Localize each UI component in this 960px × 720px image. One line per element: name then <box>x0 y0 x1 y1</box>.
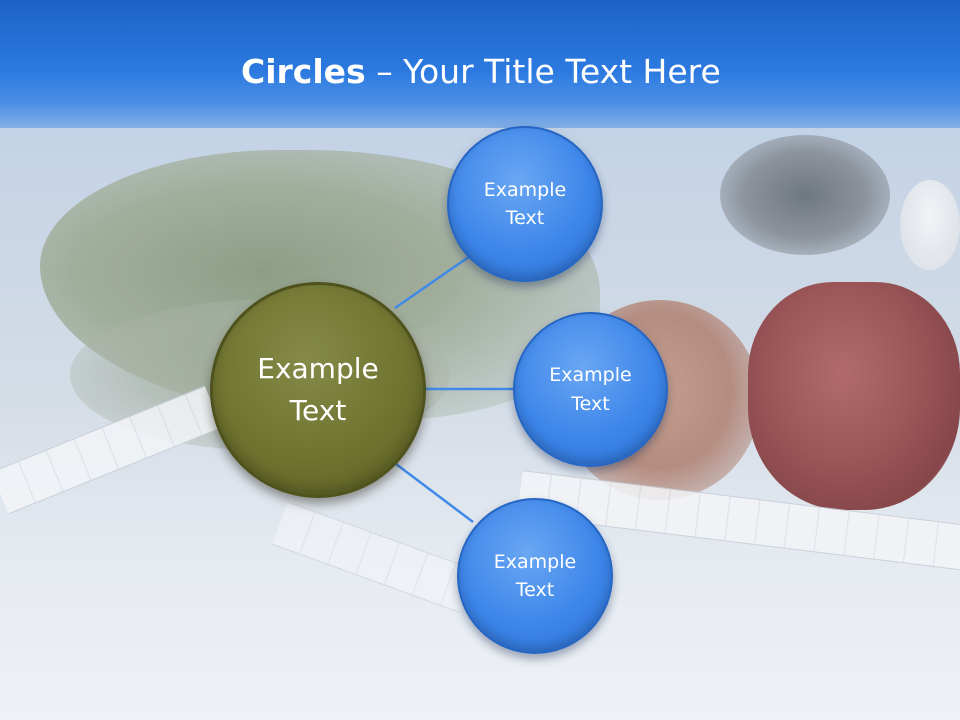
outer-circle-label: Example Text <box>493 550 577 602</box>
title-bold-text: Circles <box>241 52 366 91</box>
outer-circle-bottom[interactable]: Example Text <box>457 498 613 654</box>
pepper-image <box>748 282 960 510</box>
outer-circle-label: Example Text <box>483 178 567 230</box>
connector-line-top <box>394 252 474 310</box>
center-circle-label: Example Text <box>257 352 379 427</box>
dumbbell-image <box>720 135 890 255</box>
outer-circle-top[interactable]: Example Text <box>447 126 603 282</box>
title-rest-text: – Your Title Text Here <box>365 52 721 91</box>
title-band <box>0 0 960 128</box>
outer-circle-middle[interactable]: Example Text <box>513 312 668 467</box>
center-circle[interactable]: Example Text <box>210 282 426 498</box>
outer-circle-label: Example Text <box>549 364 632 415</box>
connector-line-bottom <box>395 463 474 523</box>
bottle-image <box>900 180 960 270</box>
